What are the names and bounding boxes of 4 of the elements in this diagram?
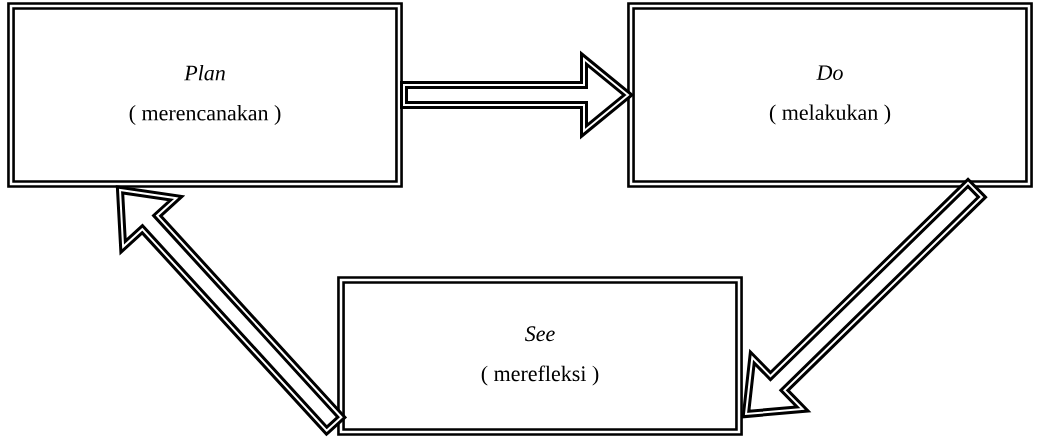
process-box: Do ( melakukan ): [627, 2, 1033, 188]
process-box: Plan ( merencanakan ): [7, 2, 403, 188]
process-box: See ( merefleksi ): [337, 276, 743, 436]
block-arrow: [400, 50, 635, 140]
